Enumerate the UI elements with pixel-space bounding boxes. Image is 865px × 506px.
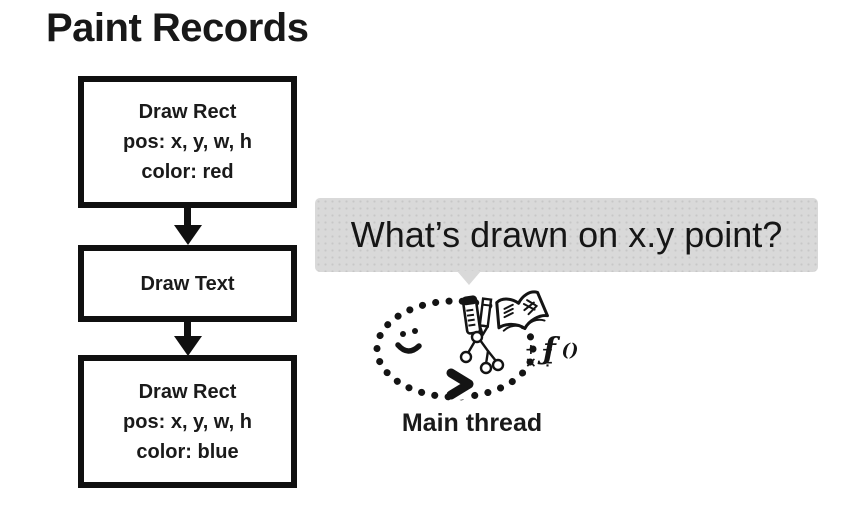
ruler-icon	[461, 295, 482, 335]
speech-bubble-tail	[457, 271, 481, 285]
down-arrow-head-icon	[174, 225, 202, 245]
math-symbols-icon: × ÷	[525, 355, 553, 371]
main-thread-label: Main thread	[401, 409, 543, 437]
box-line: color: blue	[136, 440, 239, 463]
speech-bubble-text: What’s drawn on x.y point?	[350, 214, 783, 255]
main-thread-doodle: + − × ÷ ƒ ()	[373, 290, 579, 401]
flow-box-draw-rect-blue: Draw Rect pos: x, y, w, h color: blue	[78, 355, 297, 488]
box-line: pos: x, y, w, h	[123, 410, 252, 433]
down-arrow-head-icon	[174, 336, 202, 356]
page-title: Paint Records	[46, 6, 309, 50]
pencil-icon	[478, 297, 493, 337]
chevron-arrow-icon	[446, 368, 474, 400]
dotted-loop-icon	[373, 297, 537, 401]
tree-diagram-icon	[459, 330, 505, 375]
box-line: Draw Rect	[138, 380, 237, 403]
flow-box-draw-rect-red: Draw Rect pos: x, y, w, h color: red	[78, 76, 297, 208]
speech-bubble: What’s drawn on x.y point?	[315, 198, 818, 272]
fn-parens: ()	[561, 340, 578, 361]
box-line: pos: x, y, w, h	[123, 131, 252, 153]
open-book-icon	[495, 290, 549, 332]
function-notation-icon: ƒ ()	[537, 332, 579, 367]
flow-box-draw-text: Draw Text	[78, 245, 297, 322]
box-line: color: red	[141, 161, 234, 183]
box-line: Draw Rect	[138, 101, 237, 123]
math-symbols-icon: + −	[525, 342, 553, 358]
down-arrow-icon	[184, 320, 191, 338]
smiley-face-icon	[395, 328, 422, 354]
box-line: Draw Text	[140, 272, 235, 295]
down-arrow-icon	[184, 206, 191, 226]
